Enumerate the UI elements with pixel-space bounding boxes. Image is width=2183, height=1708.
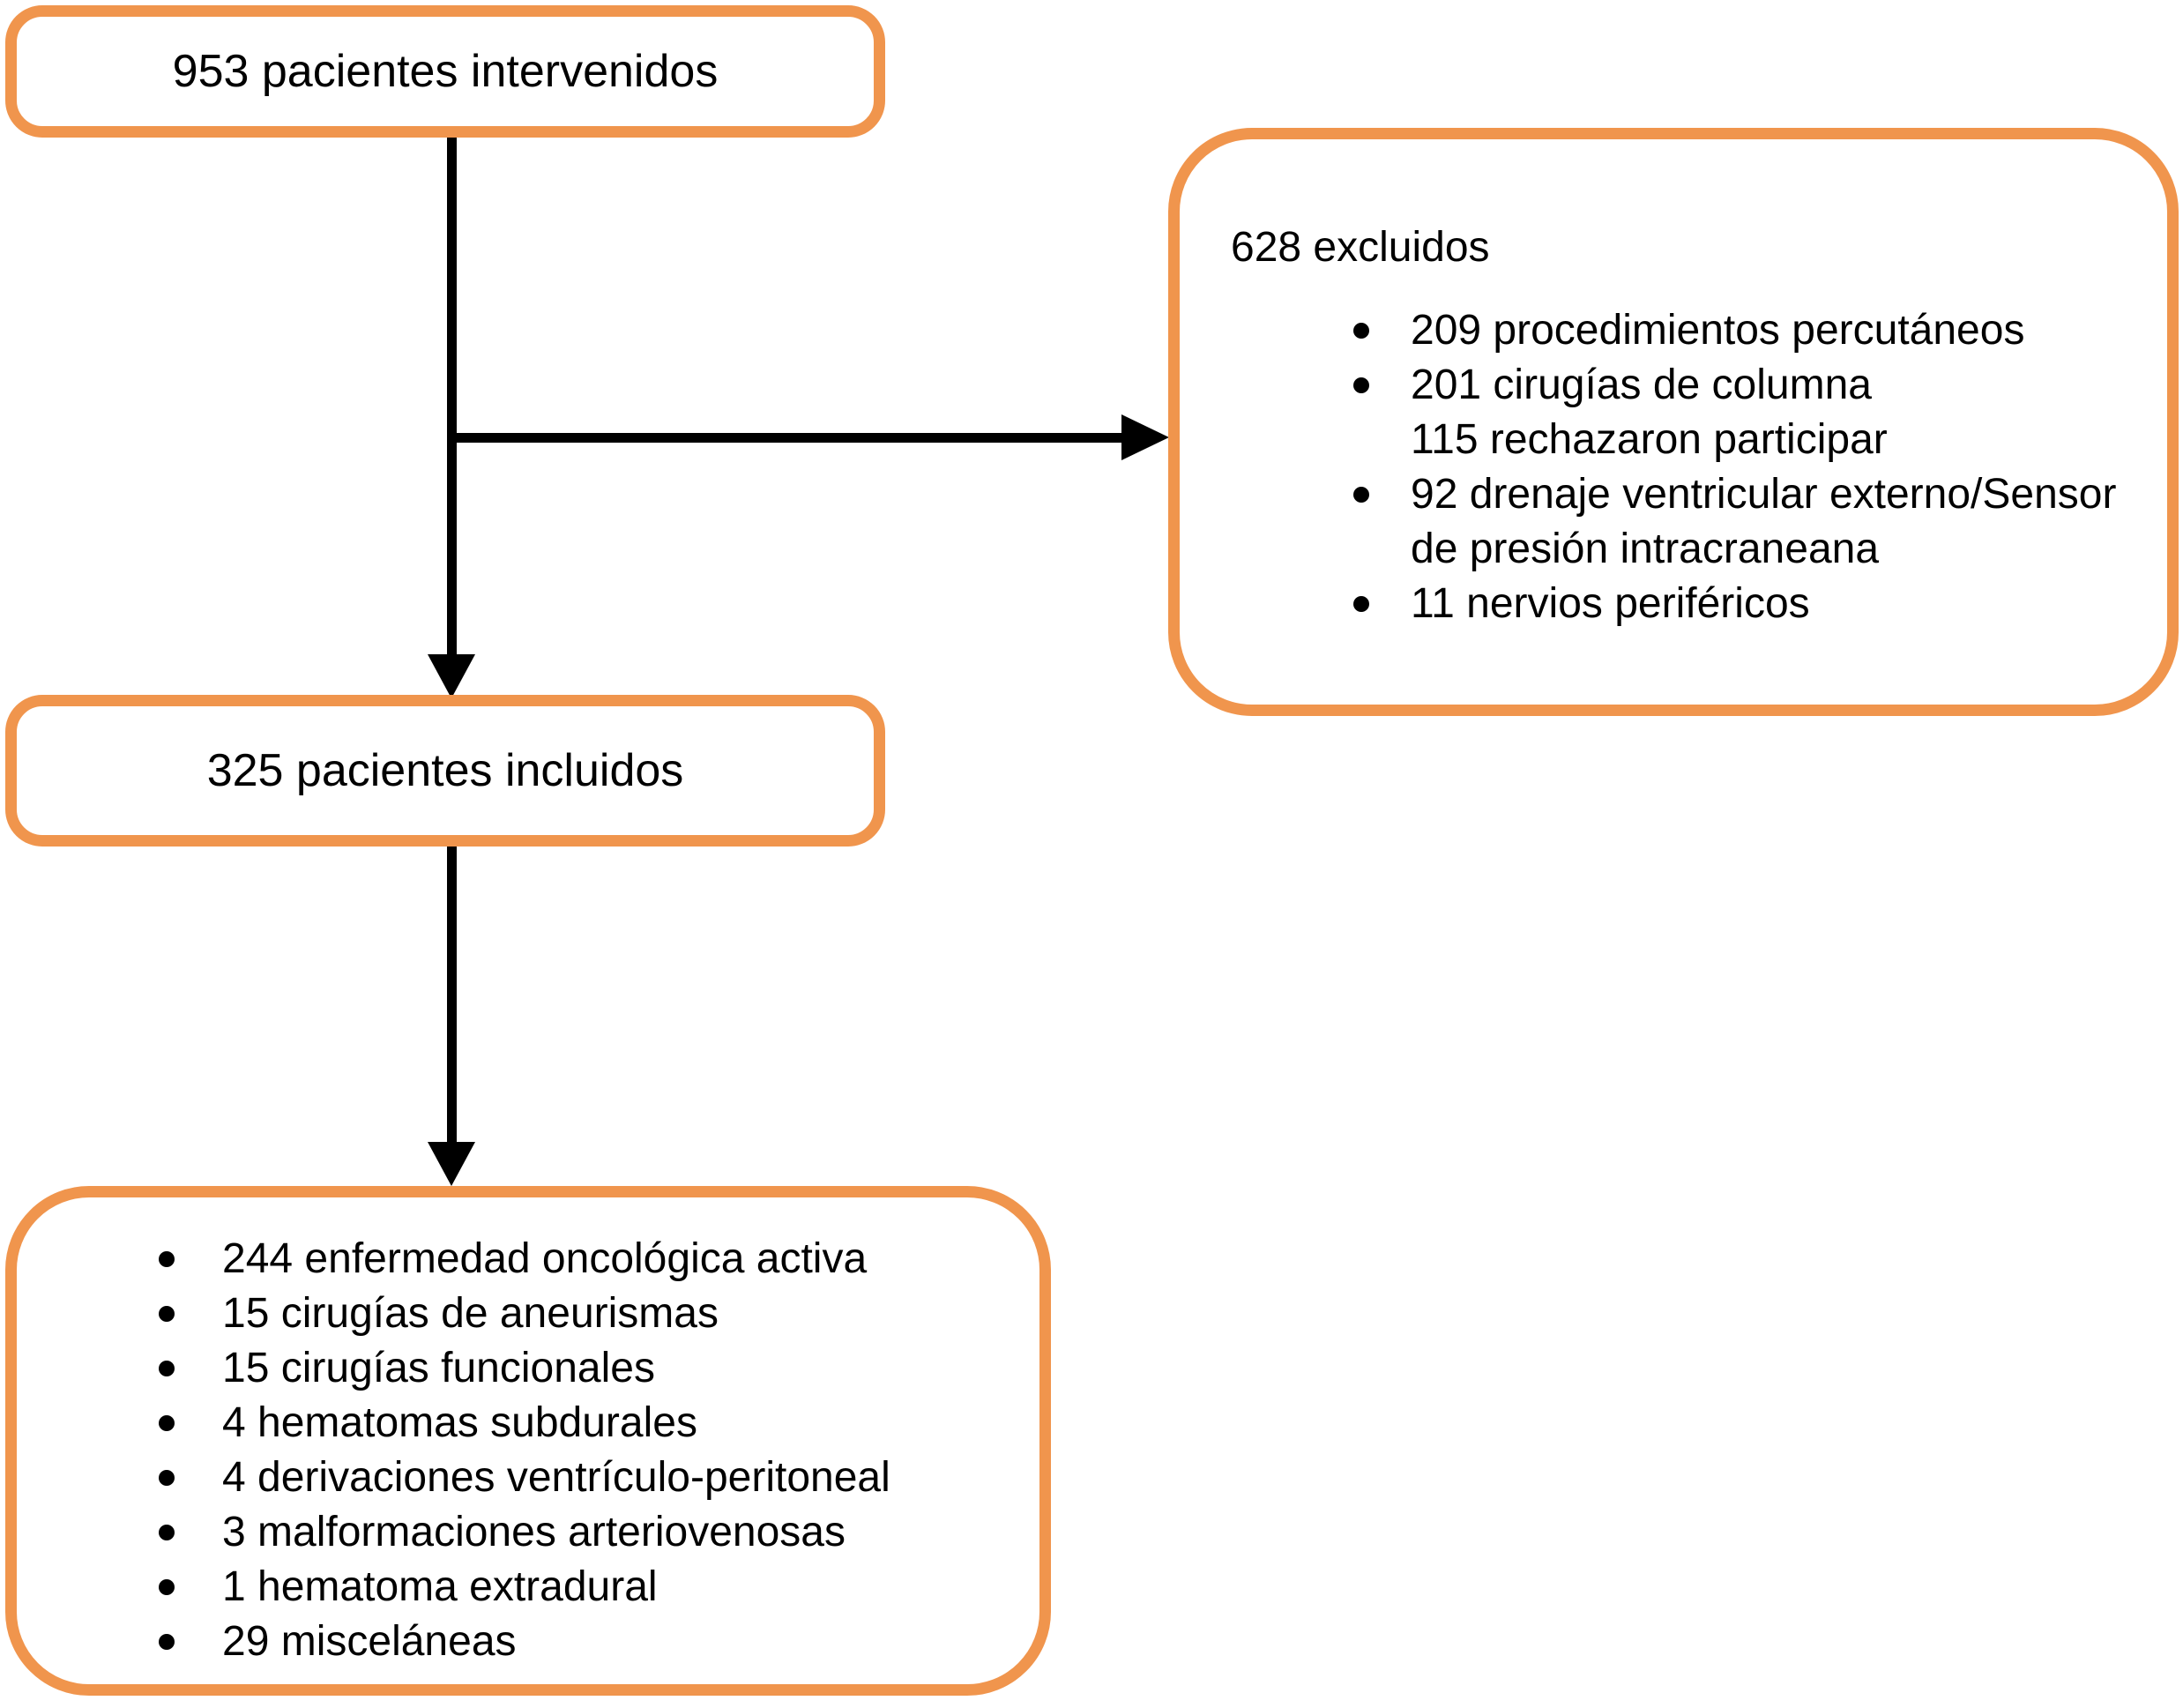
bullet-icon	[159, 1525, 175, 1540]
list-item-label: 15 cirugías funcionales	[222, 1345, 655, 1391]
list-item: 4 derivaciones ventrículo-peritoneal	[159, 1451, 1022, 1505]
list-item: 244 enfermedad oncológica activa	[159, 1232, 1022, 1287]
bullet-icon	[1353, 596, 1369, 612]
list-item-label: 15 cirugías de aneurismas	[222, 1290, 719, 1337]
bullet-icon	[159, 1306, 175, 1322]
arrow-line-to-excluded	[451, 433, 1121, 443]
list-item: 15 cirugías de aneurismas	[159, 1287, 1022, 1341]
bullet-icon	[159, 1415, 175, 1431]
arrow-line-included-to-detail	[447, 847, 457, 1144]
list-item-label: 29 misceláneas	[222, 1618, 517, 1665]
bullet-icon	[159, 1361, 175, 1376]
list-item: 209 procedimientos percutáneos	[1353, 303, 2149, 358]
list-item: 11 nervios periféricos	[1353, 577, 2149, 631]
list-item-label: 244 enfermedad oncológica activa	[222, 1235, 868, 1282]
list-item: 3 malformaciones arteriovenosas	[159, 1505, 1022, 1560]
bullet-icon	[159, 1251, 175, 1267]
list-item-label: 11 nervios periféricos	[1411, 580, 1810, 627]
list-item: 201 cirugías de columna	[1353, 358, 2149, 413]
box-included-detail: 244 enfermedad oncológica activa 15 ciru…	[5, 1186, 1051, 1696]
box-patients-operated: 953 pacientes intervenidos	[5, 5, 885, 138]
list-item-label: 4 hematomas subdurales	[222, 1399, 697, 1446]
patients-operated-label: 953 pacientes intervenidos	[172, 46, 719, 97]
list-item-label: 4 derivaciones ventrículo-peritoneal	[222, 1454, 890, 1501]
included-detail-list: 244 enfermedad oncológica activa 15 ciru…	[159, 1232, 1022, 1669]
list-item-label: 92 drenaje ventricular externo/Sensor	[1411, 471, 2117, 518]
arrow-line-operated-to-included	[447, 138, 457, 654]
box-excluded: 628 excluidos 209 procedimientos percutá…	[1168, 128, 2179, 716]
arrowhead-down-icon	[428, 654, 475, 698]
list-item: 1 hematoma extradural	[159, 1560, 1022, 1615]
list-item: 92 drenaje ventricular externo/Sensor	[1353, 467, 2149, 522]
list-item: 4 hematomas subdurales	[159, 1396, 1022, 1451]
list-item-label: 115 rechazaron participar	[1411, 416, 1888, 463]
list-item-label: 209 procedimientos percutáneos	[1411, 307, 2025, 354]
bullet-icon	[159, 1634, 175, 1650]
list-item: de presión intracraneana	[1353, 522, 2149, 577]
excluded-title: 628 excluidos	[1231, 224, 1490, 271]
list-item: 15 cirugías funcionales	[159, 1341, 1022, 1396]
bullet-icon	[159, 1579, 175, 1595]
list-item-label: 3 malformaciones arteriovenosas	[222, 1509, 846, 1555]
list-item-label: de presión intracraneana	[1411, 526, 1880, 572]
bullet-icon	[1353, 377, 1369, 393]
box-patients-included: 325 pacientes incluidos	[5, 695, 885, 847]
list-item-label: 201 cirugías de columna	[1411, 362, 1872, 408]
bullet-icon	[159, 1470, 175, 1486]
arrowhead-right-icon	[1121, 414, 1169, 460]
bullet-icon	[1353, 323, 1369, 339]
bullet-icon	[1353, 487, 1369, 503]
list-item: 115 rechazaron participar	[1353, 413, 2149, 467]
list-item: 29 misceláneas	[159, 1615, 1022, 1669]
list-item-label: 1 hematoma extradural	[222, 1563, 658, 1610]
excluded-list: 209 procedimientos percutáneos 201 cirug…	[1353, 303, 2149, 631]
patients-included-label: 325 pacientes incluidos	[206, 745, 684, 796]
arrowhead-down-icon	[428, 1142, 475, 1186]
